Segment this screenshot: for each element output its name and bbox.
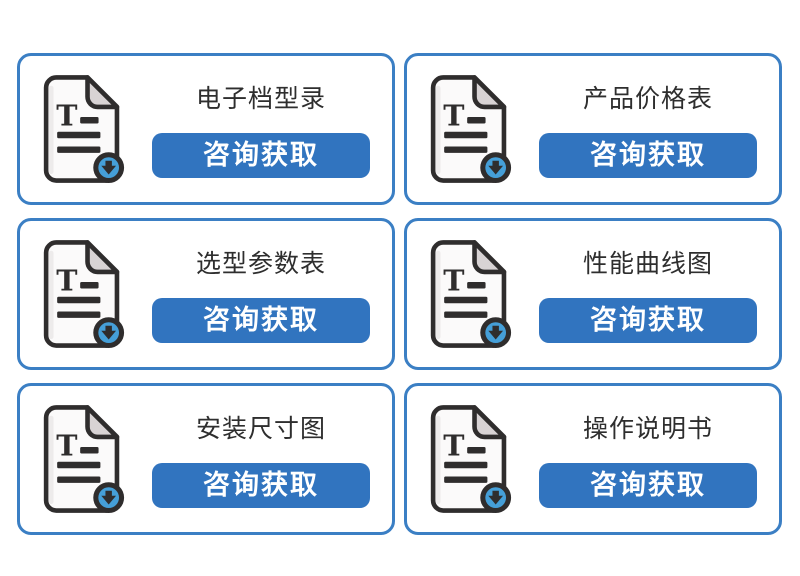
svg-text:T: T [56, 98, 77, 132]
consult-button[interactable]: 咨询获取 [152, 133, 370, 179]
consult-button[interactable]: 咨询获取 [539, 133, 757, 179]
download-card-grid: T 电子档型录 咨询获取 T [17, 53, 782, 535]
consult-button[interactable]: 咨询获取 [539, 298, 757, 344]
card-content: 选型参数表 咨询获取 [152, 249, 370, 344]
consult-button[interactable]: 咨询获取 [539, 463, 757, 509]
document-download-icon: T [36, 402, 128, 516]
card-content: 操作说明书 咨询获取 [539, 414, 757, 509]
document-download-icon: T [36, 237, 128, 351]
document-download-icon: T [423, 72, 515, 186]
document-download-icon: T [423, 402, 515, 516]
card-selection-parameters: T 选型参数表 咨询获取 [17, 218, 395, 370]
svg-text:T: T [56, 428, 77, 462]
card-title: 电子档型录 [195, 84, 326, 113]
card-title: 安装尺寸图 [195, 414, 326, 443]
svg-text:T: T [443, 428, 464, 462]
document-download-icon: T [423, 237, 515, 351]
card-title: 性能曲线图 [582, 249, 713, 278]
download-arrow-icon [488, 160, 504, 175]
card-performance-curves: T 性能曲线图 咨询获取 [404, 218, 782, 370]
download-arrow-icon [101, 160, 117, 175]
document-download-icon: T [43, 405, 125, 514]
download-arrow-icon [488, 325, 504, 340]
card-content: 产品价格表 咨询获取 [539, 84, 757, 179]
card-content: 电子档型录 咨询获取 [152, 84, 370, 179]
download-arrow-icon [488, 490, 504, 505]
card-title: 产品价格表 [582, 84, 713, 113]
card-operation-manual: T 操作说明书 咨询获取 [404, 383, 782, 535]
document-download-icon: T [430, 240, 512, 349]
document-download-icon: T [36, 72, 128, 186]
consult-button[interactable]: 咨询获取 [152, 298, 370, 344]
card-content: 性能曲线图 咨询获取 [539, 249, 757, 344]
document-download-icon: T [43, 240, 125, 349]
svg-text:T: T [443, 263, 464, 297]
card-electronic-catalog: T 电子档型录 咨询获取 [17, 53, 395, 205]
card-title: 操作说明书 [582, 414, 713, 443]
download-arrow-icon [101, 325, 117, 340]
svg-text:T: T [443, 98, 464, 132]
card-installation-dimensions: T 安装尺寸图 咨询获取 [17, 383, 395, 535]
consult-button[interactable]: 咨询获取 [152, 463, 370, 509]
document-download-icon: T [43, 75, 125, 184]
card-title: 选型参数表 [195, 249, 326, 278]
document-download-icon: T [430, 405, 512, 514]
document-download-icon: T [430, 75, 512, 184]
card-price-list: T 产品价格表 咨询获取 [404, 53, 782, 205]
svg-text:T: T [56, 263, 77, 297]
download-arrow-icon [101, 490, 117, 505]
card-content: 安装尺寸图 咨询获取 [152, 414, 370, 509]
